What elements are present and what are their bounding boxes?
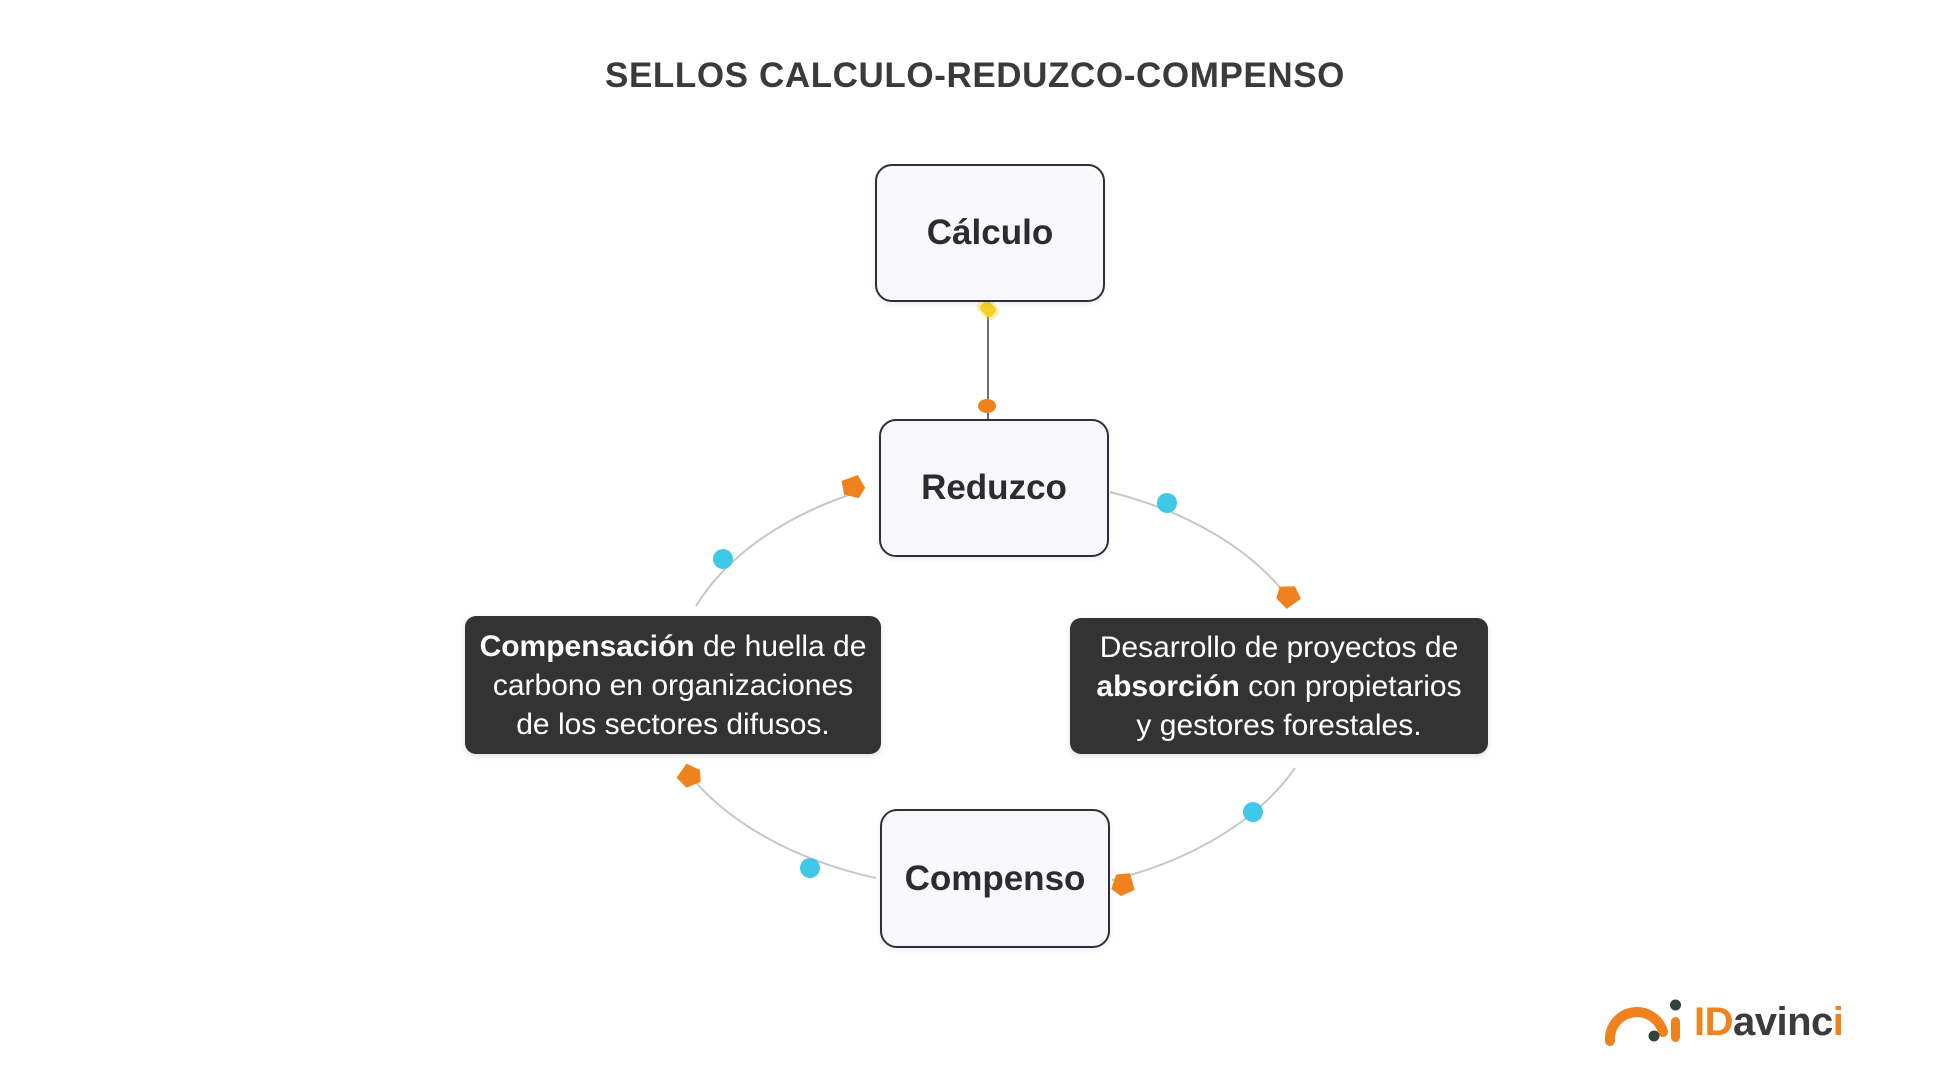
yellow-diamond-icon: [976, 297, 1000, 321]
connector-arc-upper-right: [1109, 491, 1291, 601]
cyan-dot-icon: [1243, 802, 1263, 822]
gauge-arc-icon: [1604, 999, 1681, 1046]
orange-flag-icon: [1276, 586, 1301, 609]
orange-flag-icon: [1111, 873, 1135, 897]
logo-wordmark: IDavinci: [1694, 995, 1844, 1049]
callout-absorcion-line1: Desarrollo de proyectos de: [1099, 630, 1459, 664]
callout-compensacion: Compensación de huella de carbono en org…: [465, 616, 881, 754]
connector-arc-lower-right: [1111, 767, 1296, 881]
node-compenso: Compenso: [880, 809, 1110, 948]
page-title: SELLOS CALCULO-REDUZCO-COMPENSO: [605, 56, 1345, 95]
callout-compensacion-line2: carbono en organizaciones: [492, 668, 854, 702]
orange-flag-icon: [676, 763, 701, 788]
orange-flag-icon: [841, 474, 866, 499]
callout-absorcion: Desarrollo de proyectos de absorción con…: [1070, 618, 1488, 754]
callout-compensacion-bold: Compensación: [479, 629, 695, 663]
callout-absorcion-bold: absorción: [1096, 669, 1240, 703]
callout-compensacion-line1: Compensación de huella de: [480, 627, 867, 666]
callout-absorcion-line2: absorción con propietarios: [1096, 667, 1461, 706]
node-calculo-label: Cálculo: [926, 213, 1054, 252]
callout-compensacion-rest1: de huella de: [694, 629, 867, 663]
callout-compensacion-line3: de los sectores difusos.: [516, 707, 830, 741]
connector-arc-lower-left: [686, 771, 877, 879]
logo-part-avinc: avinc: [1733, 1000, 1833, 1044]
node-reduzco: Reduzco: [879, 419, 1109, 557]
orange-dot-icon: [978, 399, 996, 413]
logo-part-id: ID: [1694, 1000, 1734, 1044]
callout-absorcion-line3: y gestores forestales.: [1136, 708, 1422, 742]
cyan-dot-icon: [713, 549, 733, 569]
cyan-dot-icon: [1157, 493, 1177, 513]
idavinci-logo: IDavinci: [1602, 994, 1844, 1050]
node-compenso-label: Compenso: [904, 858, 1086, 898]
callout-absorcion-rest2: con propietarios: [1239, 669, 1462, 703]
cyan-dot-icon: [800, 858, 820, 878]
node-reduzco-label: Reduzco: [921, 468, 1067, 507]
connector-arc-upper-left: [695, 491, 859, 607]
node-calculo: Cálculo: [875, 164, 1105, 302]
logo-part-i: i: [1832, 1000, 1844, 1044]
